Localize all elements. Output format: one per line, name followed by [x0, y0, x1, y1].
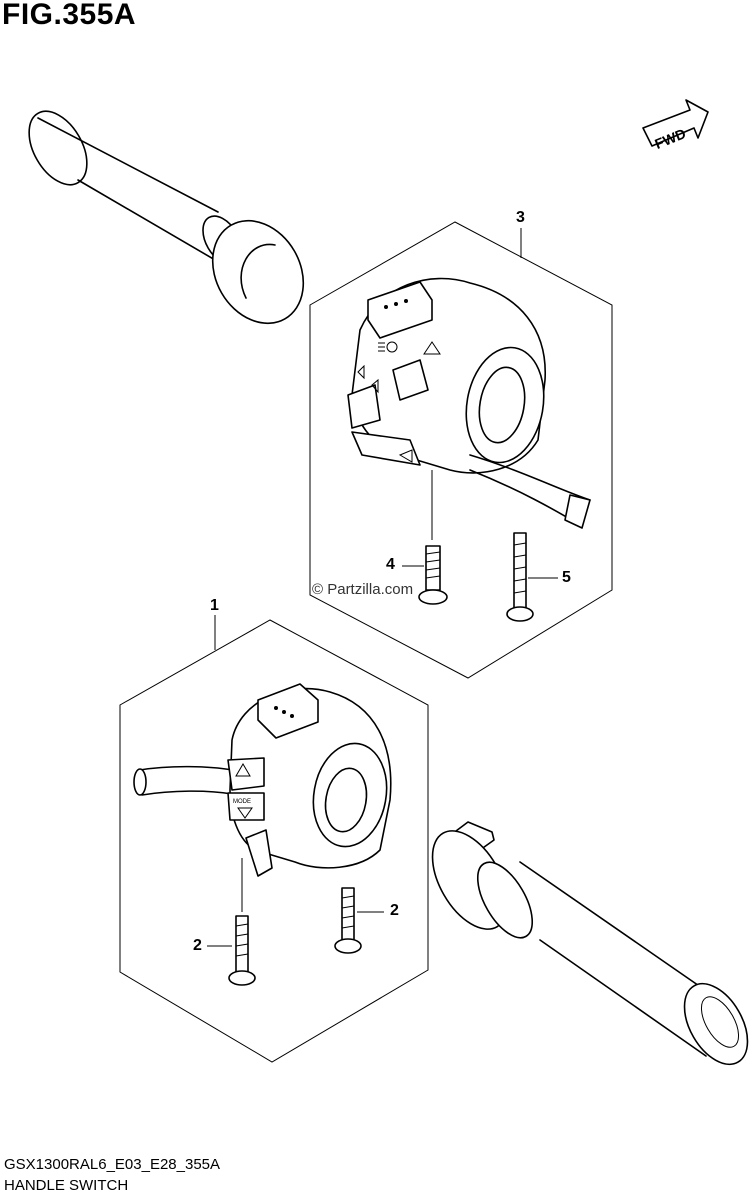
- hazard-icon: [423, 341, 441, 355]
- callout-2-upper: 2: [390, 902, 399, 919]
- callout-4: 4: [386, 556, 395, 573]
- headlight-icon: [378, 341, 398, 353]
- callout-5: 5: [562, 569, 571, 586]
- mode-label: MODE: [233, 799, 251, 805]
- part-1-group-outline: [119, 619, 429, 1063]
- model-code: GSX1300RAL6_E03_E28_355A: [4, 1156, 221, 1173]
- fwd-arrow-icon: FWD: [642, 99, 709, 152]
- watermark: © Partzilla.com: [312, 581, 414, 598]
- right-handle-switch: [347, 277, 591, 529]
- screw-part-2-lower: [228, 915, 256, 986]
- screw-part-2-upper: [334, 887, 362, 954]
- left-handlebar-grip: [28, 110, 305, 325]
- figure-name: HANDLE SWITCH: [4, 1177, 129, 1194]
- turn-signal-icon: [357, 364, 379, 394]
- part-3-group-outline: [309, 221, 613, 679]
- callout-2-lower: 2: [193, 937, 202, 954]
- callout-1: 1: [210, 597, 219, 614]
- right-handlebar-throttle-grip: [431, 821, 749, 1066]
- callout-3: 3: [516, 209, 525, 226]
- screw-part-4: [418, 545, 448, 605]
- figure-title: FIG.355A: [2, 0, 137, 31]
- screw-part-5: [506, 532, 534, 622]
- left-handle-switch: MODE: [133, 683, 392, 877]
- horn-icon: [398, 449, 413, 463]
